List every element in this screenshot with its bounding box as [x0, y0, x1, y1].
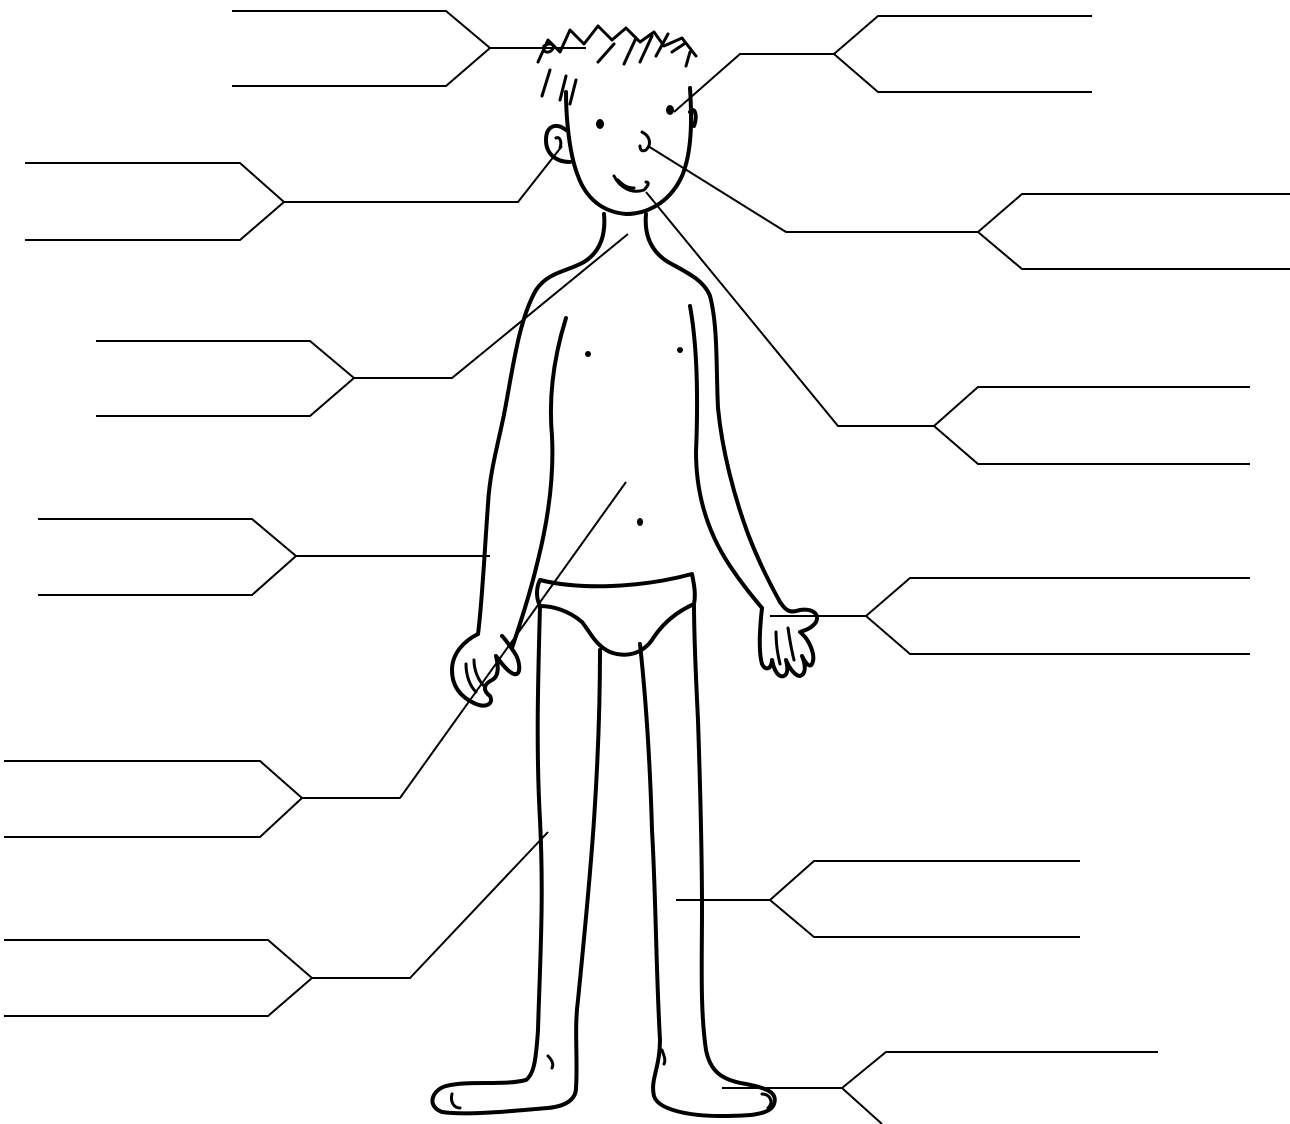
ear-left-outline — [546, 126, 570, 162]
answer-blank-ear[interactable] — [25, 163, 284, 240]
answer-blank-eye[interactable] — [834, 16, 1092, 92]
answer-blank-leg[interactable] — [770, 861, 1080, 937]
answer-blank-mouth[interactable] — [934, 387, 1250, 464]
leader-nose — [648, 146, 978, 232]
answer-blank-fingers[interactable] — [866, 578, 1250, 654]
underwear-outline — [537, 574, 695, 655]
eye-right-dot — [666, 105, 674, 115]
answer-blank-hair[interactable] — [232, 11, 490, 86]
boy-figure — [432, 26, 817, 1116]
nose-illustration — [640, 132, 649, 151]
answer-blank-toes[interactable] — [842, 1052, 1158, 1124]
answer-blank-nose[interactable] — [978, 194, 1290, 269]
leader-stomach — [302, 482, 626, 798]
answer-blanks — [4, 11, 1290, 1124]
torso-outline — [478, 214, 604, 634]
answer-blank-knee[interactable] — [4, 940, 312, 1016]
leader-ear — [284, 146, 562, 202]
leader-knee — [312, 832, 548, 978]
answer-blank-neck[interactable] — [96, 341, 354, 416]
hair-illustration — [538, 26, 696, 104]
answer-blank-stomach[interactable] — [4, 761, 302, 837]
answer-blank-arm[interactable] — [38, 519, 296, 595]
leader-lines — [284, 48, 978, 1088]
leader-eye — [674, 54, 834, 112]
right-leg-outline — [640, 604, 775, 1116]
eye-left-dot — [596, 119, 604, 129]
left-leg-outline — [432, 606, 600, 1113]
